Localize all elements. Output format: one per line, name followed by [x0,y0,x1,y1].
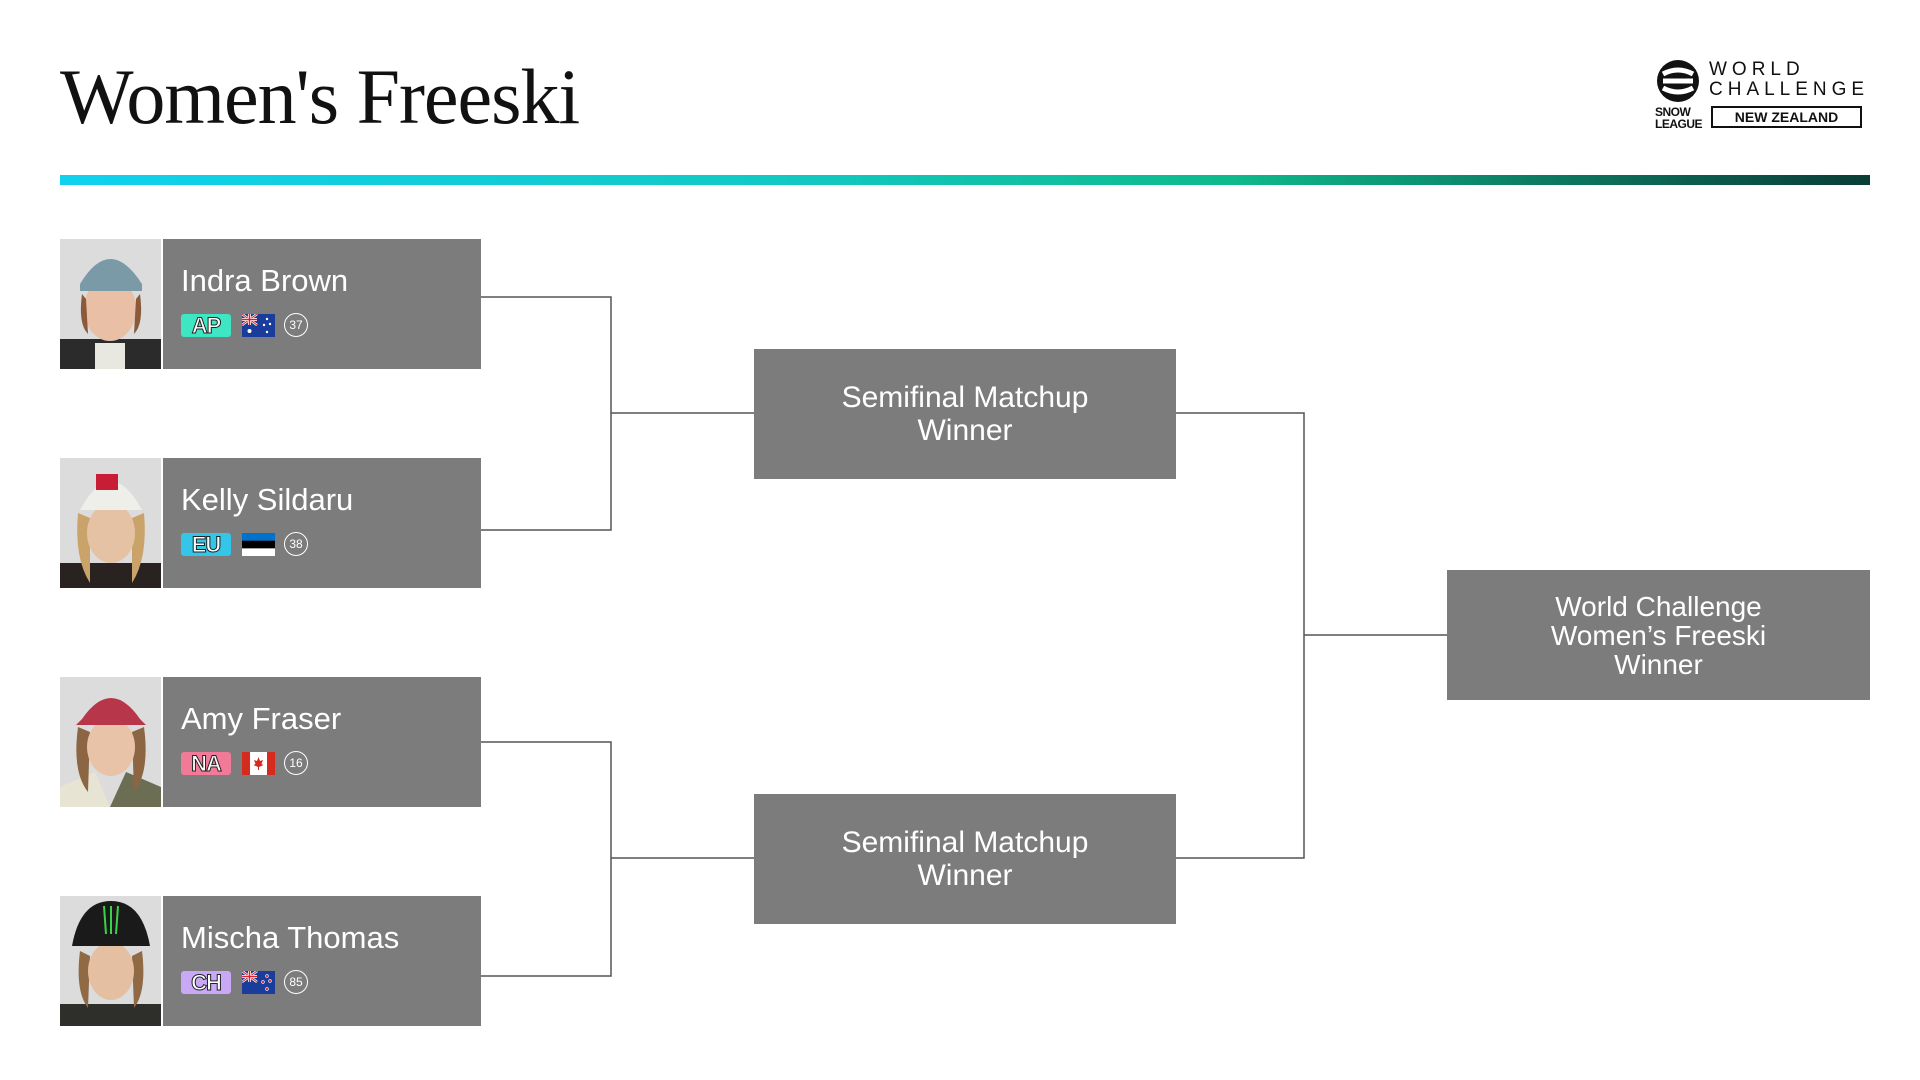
connector-qf2 [481,741,612,977]
semifinal-label: Semifinal Matchup [841,826,1089,859]
athlete-card[interactable]: Mischa Thomas CH 85 [163,896,481,1026]
athlete-photo-kelly-sildaru [60,458,161,588]
page-title: Women's Freeski [60,53,580,140]
region-badge-ch: CH [181,971,231,995]
athlete-photo-mischa-thomas [60,896,161,1026]
final-label-line3: Winner [1614,648,1703,680]
snow-league-logo-icon [1657,60,1699,102]
region-badge-ap: AP [181,314,231,338]
semifinal-winner-box[interactable]: Semifinal Matchup Winner [754,349,1176,479]
new-zealand-flag-icon [242,971,275,994]
athlete-photo-indra-brown [60,239,161,369]
connector-sf [1176,412,1305,859]
logo-text-world: WORLD [1709,59,1805,80]
region-badge-na: NA [181,752,231,776]
athlete-name: Indra Brown [181,263,349,298]
athlete-card[interactable]: Kelly Sildaru EU 38 [163,458,481,588]
final-label-line2: Women’s Freeski [1550,619,1767,651]
athlete-card[interactable]: Amy Fraser NA 16 [163,677,481,807]
semifinal-winner-box[interactable]: Semifinal Matchup Winner [754,794,1176,924]
final-winner-box[interactable]: World Challenge Women’s Freeski Winner [1447,570,1870,700]
athlete-name: Kelly Sildaru [181,482,354,517]
world-challenge-logo: WORLD CHALLENGE SNOW LEAGUE NEW ZEALAND [1655,58,1870,133]
athlete-name: Amy Fraser [181,701,342,736]
logo-text-snow: SNOW [1655,105,1691,119]
semifinal-label: Semifinal Matchup [841,381,1089,414]
australia-flag-icon [242,314,275,337]
logo-text-challenge: CHALLENGE [1709,79,1870,100]
semifinal-label-winner: Winner [917,859,1013,892]
athlete-photo-amy-fraser [60,677,161,807]
rank-badge: 38 [284,532,308,556]
logo-country-badge: NEW ZEALAND [1711,106,1862,128]
semifinal-label-winner: Winner [917,414,1013,447]
rank-badge: 85 [284,970,308,994]
region-badge-eu: EU [181,533,231,557]
logo-text-league: LEAGUE [1655,117,1703,131]
estonia-flag-icon [242,533,275,556]
connector-qf1 [481,296,612,531]
header-accent-bar [60,175,1870,185]
rank-badge: 16 [284,751,308,775]
canada-flag-icon [242,752,275,775]
athlete-card[interactable]: Indra Brown AP 37 [163,239,481,369]
final-label-line1: World Challenge [1555,590,1762,622]
rank-badge: 37 [284,313,308,337]
athlete-name: Mischa Thomas [181,920,400,955]
